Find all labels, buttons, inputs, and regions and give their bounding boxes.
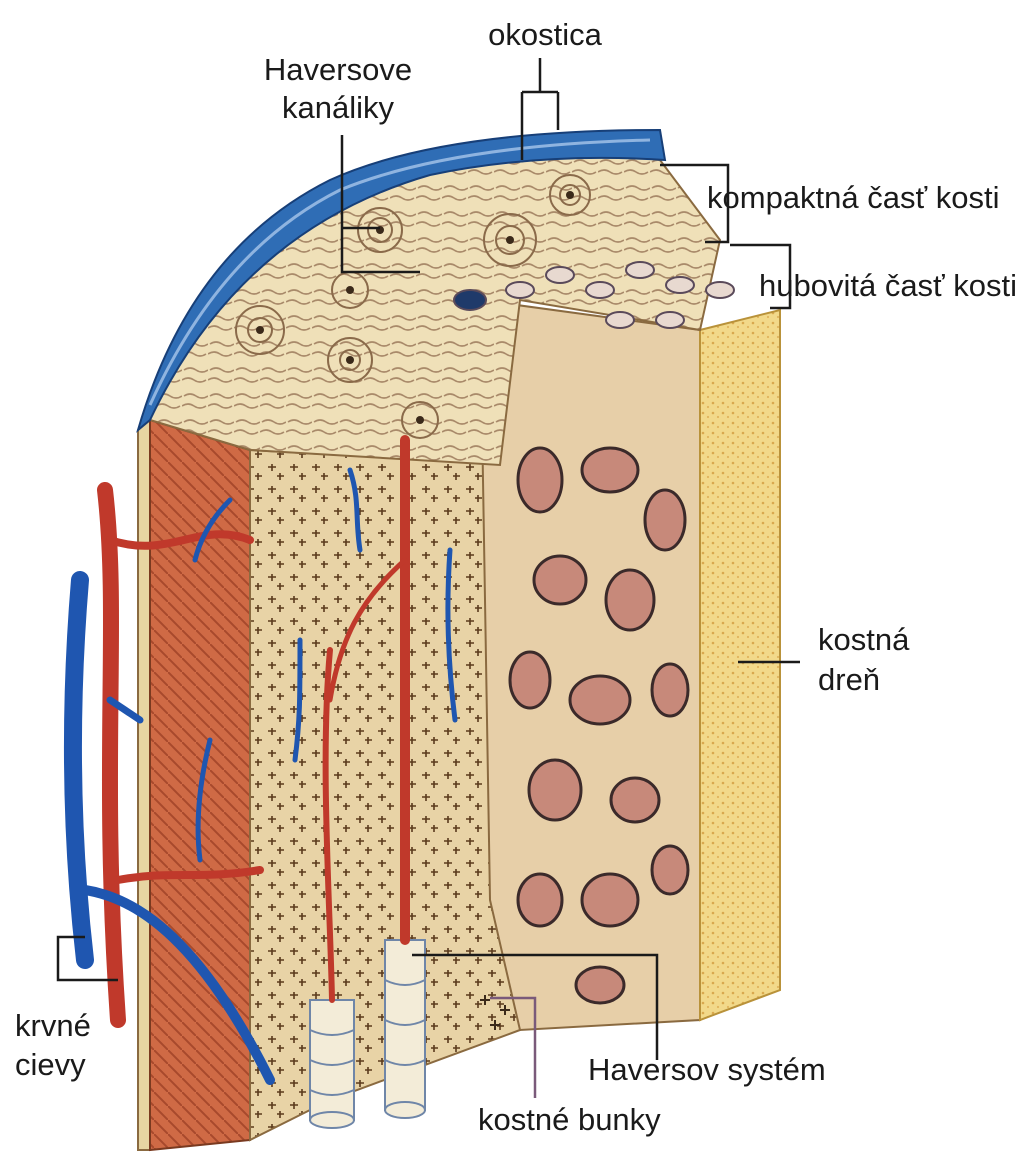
label-blood-vessels-line1: krvné bbox=[15, 1008, 91, 1043]
label-haversian-canals-line2: kanáliky bbox=[282, 90, 394, 125]
label-marrow-line2: dreň bbox=[818, 662, 880, 697]
label-haversian-system: Haversov systém bbox=[588, 1052, 826, 1087]
label-compact-bone: kompaktná časť kosti bbox=[707, 180, 999, 215]
label-bone-cells: kostné bunky bbox=[478, 1102, 661, 1137]
label-marrow-line1: kostná bbox=[818, 622, 910, 657]
vein-main bbox=[73, 580, 85, 960]
label-blood-vessels-line2: cievy bbox=[15, 1047, 86, 1082]
bone-marrow-strip bbox=[700, 310, 780, 1020]
bone-illustration bbox=[73, 130, 780, 1150]
bone-side-face bbox=[138, 420, 150, 1150]
artery-main bbox=[105, 490, 118, 1020]
label-haversian-canals-line1: Haversove bbox=[264, 52, 412, 87]
label-spongy-bone: hubovitá časť kosti bbox=[759, 268, 1017, 303]
label-periosteum: okostica bbox=[488, 17, 602, 52]
